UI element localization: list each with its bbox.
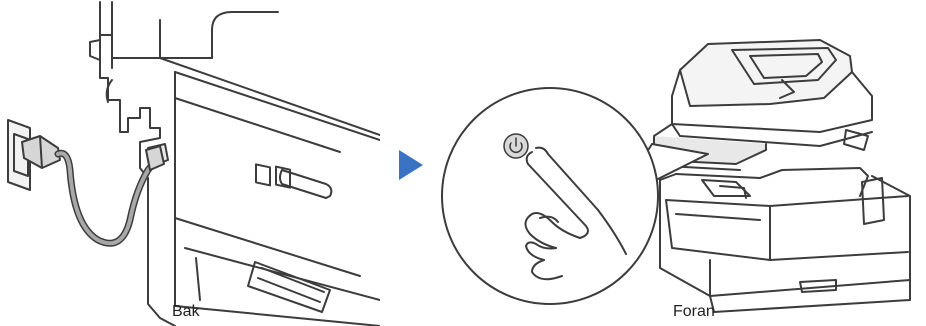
- caption-back: Bak: [172, 303, 200, 320]
- front-view-drawing: [441, 39, 911, 313]
- caption-front: Foran: [673, 303, 715, 320]
- back-view-drawing: [7, 1, 380, 326]
- front-illustration: [440, 0, 926, 326]
- back-illustration: [0, 0, 380, 326]
- play-arrow-icon: [399, 150, 423, 180]
- power-icon: [503, 133, 529, 159]
